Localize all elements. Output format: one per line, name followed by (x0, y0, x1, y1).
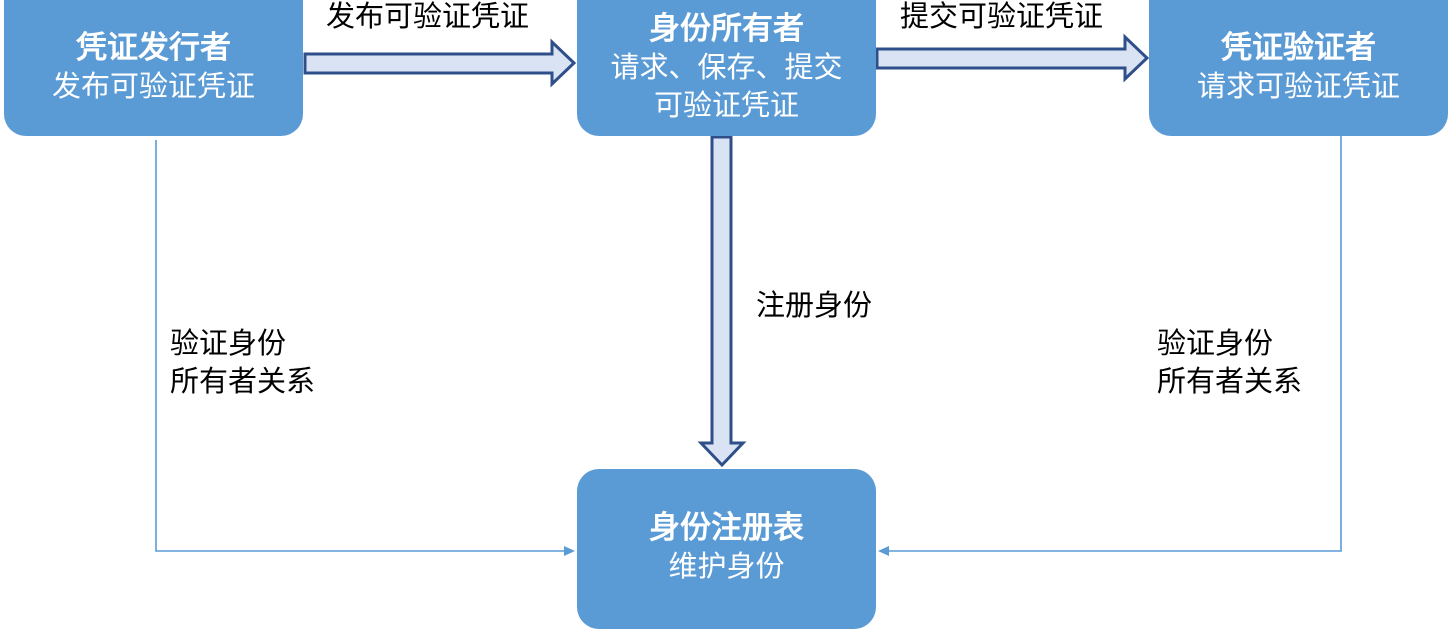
issuer-title: 凭证发行者 (76, 30, 231, 66)
verify-right-connector (887, 116, 1342, 552)
verifier-box: 凭证验证者 请求可验证凭证 (1149, 0, 1448, 136)
submit-label: 提交可验证凭证 (900, 0, 1104, 33)
holder-box: 身份所有者 请求、保存、提交 可验证凭证 (577, 0, 876, 136)
verify-left-line1: 验证身份 (170, 326, 287, 360)
registry-title: 身份注册表 (649, 510, 804, 546)
verify-left-connector (155, 140, 566, 552)
register-arrow (697, 135, 747, 468)
diagram-canvas (155, 33, 1342, 556)
registry-desc: 维护身份 (668, 549, 785, 583)
verify-right-arrowhead (878, 546, 889, 556)
verifier-title: 凭证验证者 (1221, 30, 1376, 66)
issuer-desc: 发布可验证凭证 (51, 69, 255, 103)
verify-right-line1: 验证身份 (1157, 326, 1274, 360)
verify-right-label: 验证身份 所有者关系 (1157, 324, 1302, 400)
issue-label: 发布可验证凭证 (326, 0, 530, 33)
verifier-desc: 请求可验证凭证 (1196, 69, 1400, 103)
issuer-box: 凭证发行者 发布可验证凭证 (4, 0, 303, 136)
verify-left-label: 验证身份 所有者关系 (170, 324, 315, 400)
submit-arrow (875, 33, 1150, 83)
holder-desc-line1: 请求、保存、提交 (610, 50, 843, 84)
verify-left-line2: 所有者关系 (170, 364, 316, 398)
verify-right-line2: 所有者关系 (1157, 364, 1303, 398)
register-label: 注册身份 (756, 288, 873, 322)
holder-title: 身份所有者 (649, 11, 804, 47)
verify-left-arrowhead (564, 546, 575, 556)
registry-box: 身份注册表 维护身份 (577, 469, 876, 629)
holder-desc-line2: 可验证凭证 (653, 88, 799, 122)
issue-arrow (303, 38, 577, 88)
